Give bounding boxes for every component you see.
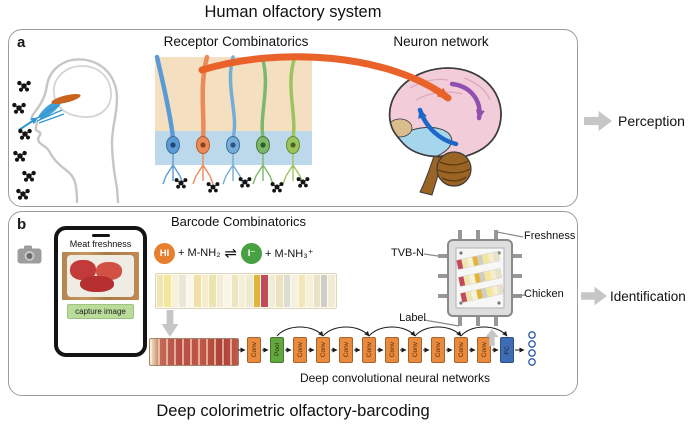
barcode-strip	[156, 274, 336, 308]
barcode-bar	[238, 275, 246, 307]
bottom-title: Deep colorimetric olfactory-barcoding	[156, 402, 430, 420]
head-outline	[30, 58, 120, 204]
barcode-bar	[291, 275, 298, 307]
receptor-panel	[154, 54, 312, 195]
barcode-bar	[186, 275, 194, 307]
cnn-block-fc: FC	[500, 337, 514, 363]
receptor-neurons	[154, 54, 312, 195]
cnn-block-conv: Conv	[385, 337, 399, 363]
chip-label-chicken: Chicken	[524, 288, 564, 300]
olfactory-neuron	[252, 55, 274, 185]
cnn-block-conv: Conv	[431, 337, 445, 363]
cnn-block-conv: Conv	[247, 337, 261, 363]
barcode-bar	[194, 275, 201, 307]
sensor-chip	[430, 226, 530, 330]
barcode-bar	[209, 275, 216, 307]
cnn-block-conv: Conv	[316, 337, 330, 363]
barcode-bar	[201, 275, 209, 307]
capture-image-button: capture image	[67, 304, 134, 319]
barcode-bar	[298, 275, 306, 307]
cnn-caption: Deep convolutional neural networks	[299, 371, 491, 385]
cnn-block-conv: Conv	[362, 337, 376, 363]
brain-outline	[53, 65, 112, 118]
panel-a-label: a	[17, 34, 26, 51]
cnn-block-conv: Conv	[477, 337, 491, 363]
barcode-bar	[268, 275, 276, 307]
chip-label-tvbn: TVB-N	[391, 247, 424, 259]
barcode-bar	[306, 275, 313, 307]
odor-molecule	[16, 188, 30, 200]
cnn-diagram: Conv Pool Conv Conv Conv Conv Conv Conv Conv Conv…	[237, 321, 549, 369]
head-profile-illustration	[12, 58, 120, 204]
olfactory-bulb	[51, 93, 81, 105]
odor-molecule	[22, 170, 36, 182]
barcode-bar	[224, 275, 231, 307]
meat-photo	[62, 252, 139, 300]
chip-connector-lines	[423, 231, 526, 327]
identification-label: Identification	[610, 289, 686, 304]
cnn-block-pool: Pool	[270, 337, 284, 363]
hi-species: HI	[154, 242, 175, 264]
output-nodes	[528, 331, 536, 366]
cnn-block-conv: Conv	[339, 337, 353, 363]
neuron-network-heading: Neuron network	[393, 34, 489, 49]
lhs-text: + M-NH₂	[178, 247, 221, 259]
chip-label-label: Label	[399, 312, 426, 324]
barcode-bar	[313, 275, 320, 307]
equilibrium-arrows: ⇌	[224, 245, 238, 262]
barcode-bar	[276, 275, 283, 307]
odor-molecule	[18, 128, 32, 140]
barcode-bar	[216, 275, 224, 307]
cnn-block-conv: Conv	[293, 337, 307, 363]
barcode-bar	[253, 275, 261, 307]
cnn-block-conv: Conv	[454, 337, 468, 363]
odor-molecule	[13, 150, 27, 162]
airflow-arrow	[18, 117, 38, 131]
signal-arrow-blue	[417, 107, 459, 147]
chip-label-freshness: Freshness	[524, 230, 576, 242]
smartphone: Meat freshness capture image	[54, 226, 147, 357]
barcode-bar	[320, 275, 328, 307]
odor-molecule	[12, 102, 26, 114]
barcode-bar	[261, 275, 268, 307]
perception-label: Perception	[618, 113, 685, 129]
odor-molecule	[17, 80, 31, 92]
barcode-bar	[283, 275, 291, 307]
top-title: Human olfactory system	[204, 3, 382, 21]
receptor-combinatorics-heading: Receptor Combinatorics	[163, 34, 309, 49]
barcode-combinatorics-heading: Barcode Combinatorics	[170, 214, 307, 229]
olfactory-neuron	[282, 55, 304, 185]
brain-illustration	[388, 67, 502, 196]
panel-b-label: b	[17, 216, 27, 233]
barcode-bar	[164, 275, 171, 307]
olfactory-signal-arrow	[198, 53, 452, 102]
barcode-bar	[246, 275, 253, 307]
cnn-block-conv: Conv	[408, 337, 422, 363]
barcode-bar	[179, 275, 186, 307]
reaction-equation: HI + M-NH₂ ⇌ I⁻ + M-NH₃⁺	[154, 241, 314, 265]
phone-speaker	[91, 234, 110, 237]
phone-app-title: Meat freshness	[69, 239, 132, 249]
captured-barcode-image	[149, 338, 239, 366]
olfactory-neuron	[154, 54, 184, 185]
barcode-bar	[157, 275, 164, 307]
barcode-bar	[328, 275, 335, 307]
barcode-bar	[231, 275, 238, 307]
rhs-text: + M-NH₃⁺	[265, 247, 314, 260]
cerebellum	[436, 151, 472, 187]
camera-icon	[17, 245, 42, 264]
cnn-connections	[238, 326, 536, 366]
signal-arrow-purple	[449, 81, 485, 121]
iodide-species: I⁻	[241, 242, 263, 264]
cnn-blocks: Conv Pool Conv Conv Conv Conv Conv Conv Conv Conv…	[237, 321, 549, 369]
barcode-bar	[171, 275, 179, 307]
phone-screen: Meat freshness capture image	[58, 230, 143, 353]
perception-arrow	[584, 110, 612, 132]
